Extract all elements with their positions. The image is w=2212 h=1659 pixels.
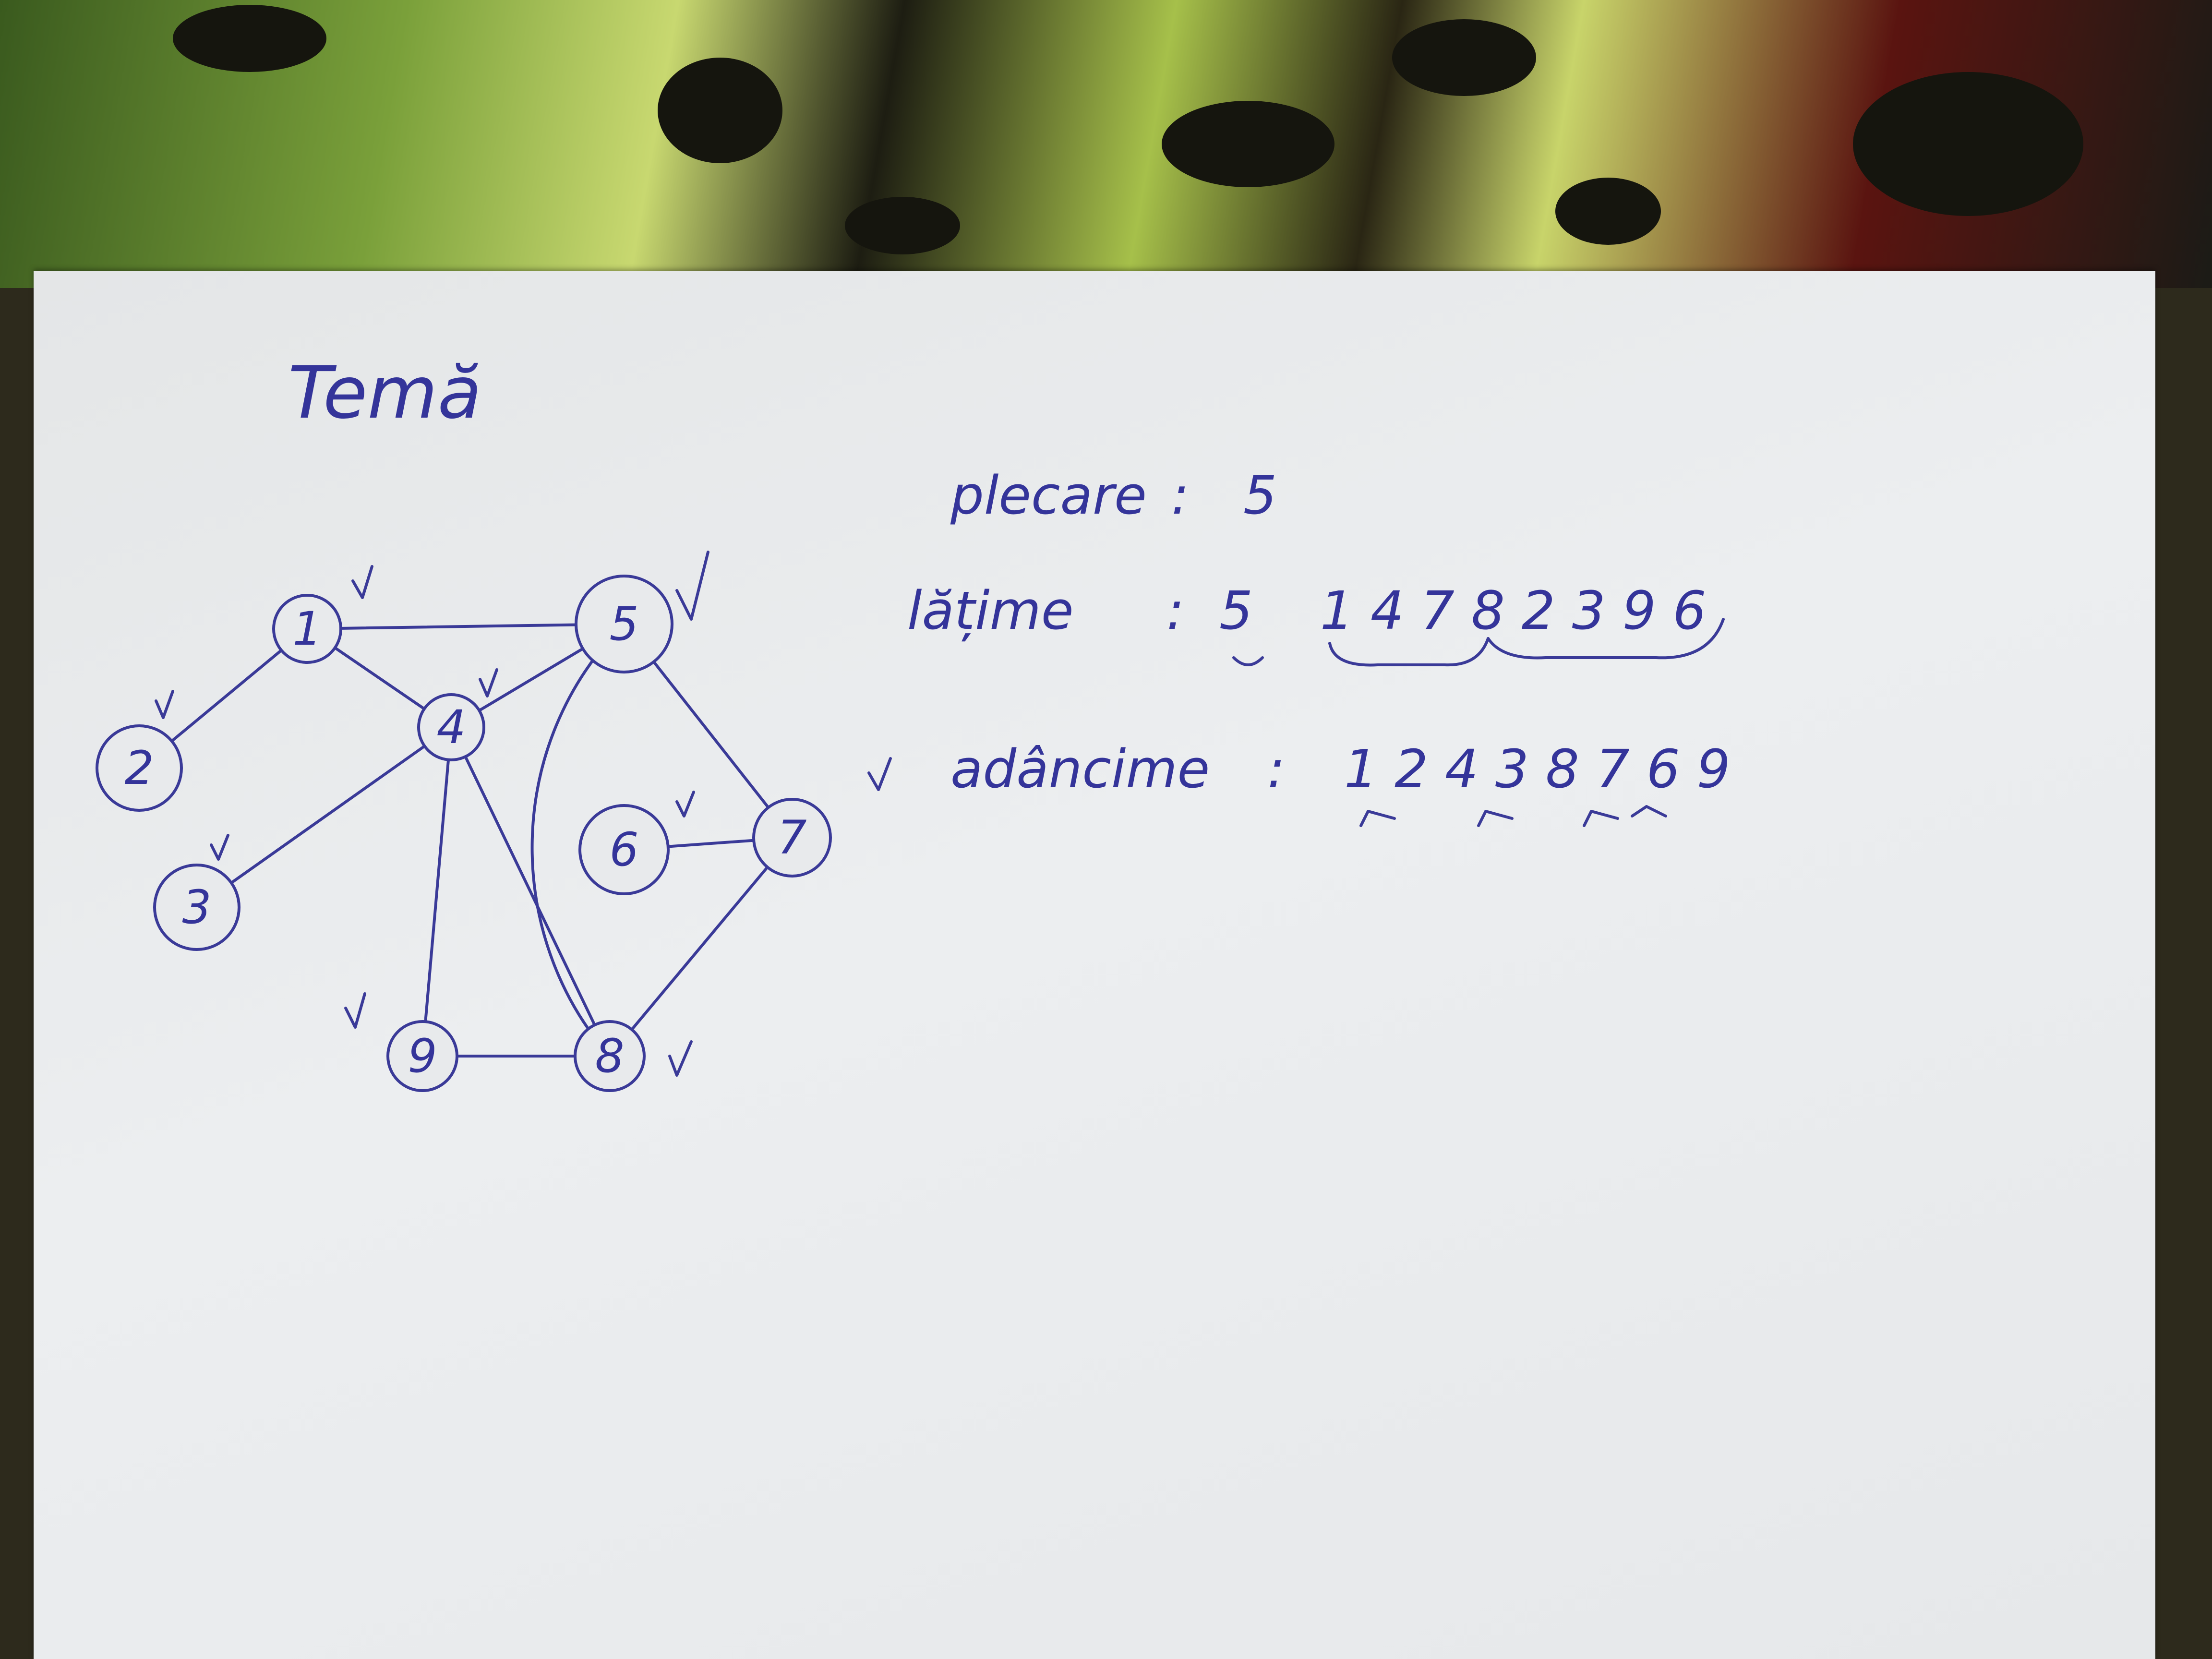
edge-5-8: [530, 623, 625, 1058]
graph-edges: [138, 623, 793, 1058]
start-label: plecare: [950, 465, 1147, 526]
dfs-mark-3: [1583, 810, 1619, 827]
node-1-label: 1: [292, 602, 322, 656]
start-separator: :: [1171, 465, 1189, 526]
node-9-label: 9: [408, 1029, 437, 1083]
bfs-start-value: 5: [1219, 580, 1253, 641]
start-value: 5: [1243, 465, 1277, 526]
visited-checkmarks: [155, 551, 709, 1077]
node-7-circle: [752, 798, 832, 878]
dfs-checkmark: [867, 757, 892, 791]
bfs-label: lățime: [907, 580, 1074, 642]
node-4-label: 4: [436, 700, 466, 754]
edge-4-3: [195, 726, 453, 909]
graph-nodes: 1 2 3 4 5 6 7 8 9: [96, 575, 832, 1092]
fabric-pattern: [173, 5, 2083, 254]
node-8-circle: [574, 1020, 646, 1092]
dfs-mark-2: [1477, 810, 1514, 827]
bfs-line: lățime : 5 1 4 7 8 2 3 9 6: [907, 580, 1725, 667]
node-2-circle: [96, 724, 183, 812]
node-8-label: 8: [595, 1029, 624, 1083]
edge-7-8: [608, 836, 793, 1058]
node-7-label: 7: [777, 811, 806, 865]
node-6-circle: [578, 804, 670, 895]
paper-sheet: [34, 271, 2155, 1659]
node-2-label: 2: [124, 741, 154, 795]
fabric-background: [0, 0, 2212, 288]
node-5-label: 5: [609, 597, 638, 651]
bfs-separator: :: [1166, 580, 1184, 641]
edge-4-8: [450, 726, 611, 1058]
dfs-line: adâncime : 1 2 4 3 8 7 6 9: [867, 738, 1731, 827]
dfs-sequence: 1 2 4 3 8 7 6 9: [1344, 738, 1731, 800]
dfs-label: adâncime: [950, 738, 1210, 800]
dfs-separator: :: [1267, 738, 1285, 800]
bfs-level-brace-1: [1328, 637, 1490, 667]
node-3-label: 3: [182, 880, 211, 934]
bfs-sequence: 1 4 7 8 2 3 9 6: [1320, 580, 1707, 641]
dfs-mark-4: [1631, 805, 1667, 817]
node-4-circle: [417, 693, 485, 761]
bfs-level-brace-2: [1487, 618, 1725, 660]
edge-1-5: [306, 623, 625, 630]
edge-4-9: [421, 726, 453, 1058]
dfs-mark-1: [1359, 810, 1396, 827]
node-9-circle: [386, 1020, 458, 1092]
start-line: plecare : 5: [950, 465, 1277, 526]
node-3-circle: [153, 864, 240, 951]
bfs-start-underline: [1232, 656, 1264, 666]
page-title: Temă: [288, 351, 481, 435]
node-6-label: 6: [609, 823, 638, 877]
node-5-circle: [575, 575, 673, 673]
node-1-circle: [272, 594, 342, 664]
